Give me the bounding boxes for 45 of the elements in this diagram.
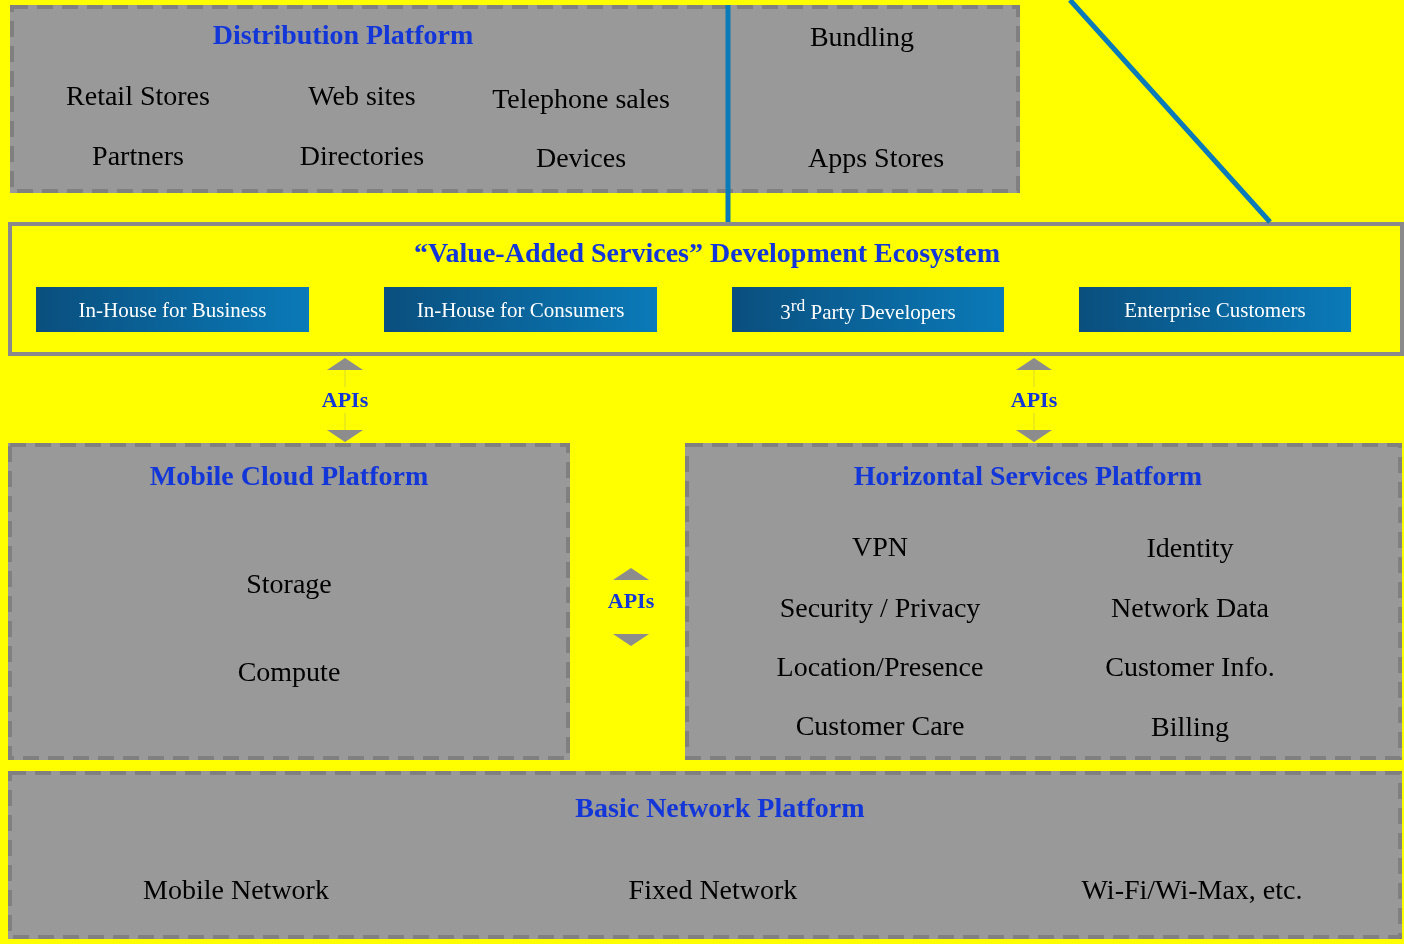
connector-line: [725, 5, 731, 222]
platform-panel: [8, 443, 570, 760]
service-item: Identity: [1146, 532, 1234, 564]
box-label: 3$^{rd}$ Party Developers: [780, 294, 956, 325]
service-item: Location/Presence: [776, 651, 984, 683]
panel-title: Horizontal Services Platform: [853, 460, 1203, 492]
service-item: Network Data: [1111, 592, 1269, 624]
service-item: Security / Privacy: [779, 592, 981, 624]
developer-box: [384, 287, 657, 332]
double-arrow: [327, 357, 363, 443]
panel-title: “Value-Added Services” Development Ecosystem: [413, 237, 1001, 269]
edge-label: APIs: [319, 387, 371, 413]
service-item: Directories: [299, 140, 425, 172]
service-item: Telephone sales: [492, 83, 670, 115]
developer-box: [732, 287, 1004, 332]
platform-panel: [10, 5, 1020, 193]
service-item: Wi-Fi/Wi-Max, etc.: [1081, 874, 1303, 906]
developer-box: [1079, 287, 1351, 332]
service-item: Customer Care: [795, 710, 965, 742]
service-item: Compute: [237, 656, 341, 688]
service-item: Partners: [92, 140, 184, 172]
panel-title: Distribution Platform: [212, 19, 474, 51]
service-item: Bundling: [809, 21, 915, 53]
panel-title: Basic Network Platform: [575, 792, 865, 824]
box-label: In-House for Business: [78, 297, 267, 322]
box-label: In-House for Consumers: [416, 297, 625, 322]
edge-label: APIs: [1008, 387, 1060, 413]
service-item: Retail Stores: [66, 80, 210, 112]
panel-title: Mobile Cloud Platform: [149, 460, 429, 492]
service-item: Billing: [1151, 711, 1229, 743]
service-item: Customer Info.: [1105, 651, 1275, 683]
platform-panel: [685, 443, 1402, 760]
service-item: Mobile Network: [143, 874, 329, 906]
service-item: Storage: [246, 568, 332, 600]
service-item: Web sites: [308, 80, 416, 112]
developer-box: [36, 287, 309, 332]
connector-line: [1068, 0, 1272, 224]
ecosystem-panel: [8, 222, 1404, 356]
platform-panel: [8, 771, 1402, 939]
double-arrow: [1016, 357, 1052, 443]
box-label: Enterprise Customers: [1124, 297, 1306, 322]
service-item: Fixed Network: [628, 874, 798, 906]
service-item: VPN: [852, 531, 908, 563]
service-item: Devices: [535, 142, 627, 174]
service-item: Apps Stores: [807, 142, 945, 174]
